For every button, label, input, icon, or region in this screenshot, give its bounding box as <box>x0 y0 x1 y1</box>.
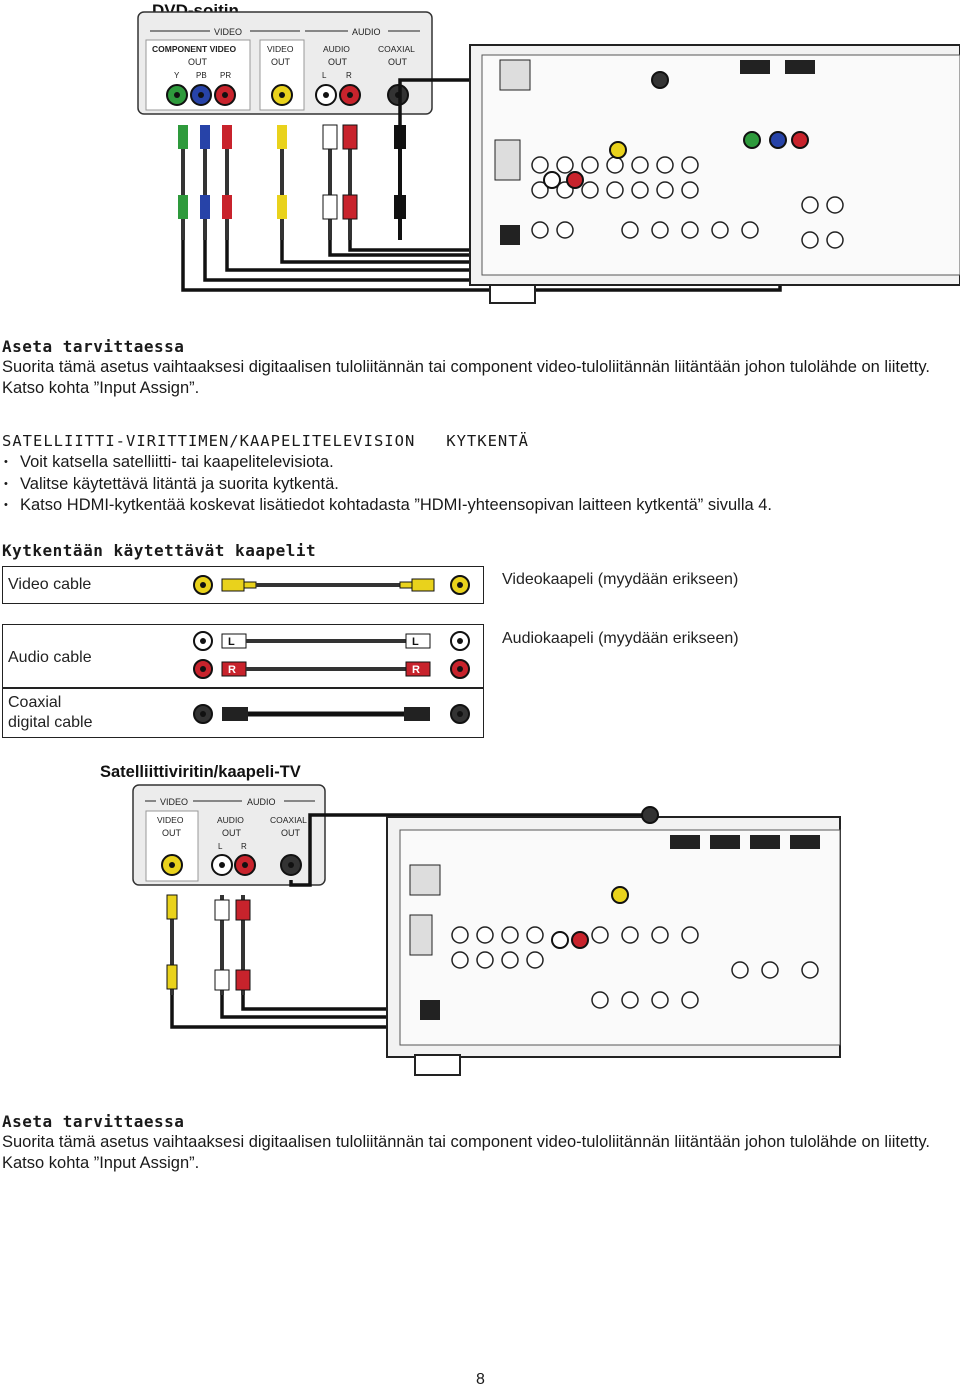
plug-green-top <box>178 125 188 149</box>
video-cable-box: Video cable <box>2 566 484 604</box>
sat-receiver-jacks <box>451 926 819 1009</box>
audio-coax-svg: L R L R <box>193 631 470 724</box>
sat-video-header: VIDEO <box>160 797 188 807</box>
plug-yellow-bottom <box>277 195 287 219</box>
jack-label-y: Y <box>174 71 180 80</box>
component-out: OUT <box>188 57 208 67</box>
plug-r-top <box>342 124 358 150</box>
video-cable-svg <box>193 575 470 595</box>
video-label: VIDEO <box>267 44 294 54</box>
jack-label-l: L <box>322 71 327 80</box>
dvd-diagram-svg: DVD-soitin VIDEO AUDIO COMPONENT VIDEO O… <box>137 0 960 304</box>
plug-r-right: R <box>412 664 420 676</box>
section2-text: Suorita tämä asetus vaihtaaksesi digitaa… <box>2 1133 930 1172</box>
sat-diagram-svg: Satelliittiviritin/kaapeli-TV VIDEO AUDI… <box>100 763 841 1076</box>
audio-cable-label: Audio cable <box>8 649 92 666</box>
video-cable-desc: Videokaapeli (myydään erikseen) <box>502 571 739 588</box>
plug-red-top <box>222 125 232 149</box>
jack-label-pb: PB <box>196 71 207 80</box>
sat-audio-header: AUDIO <box>247 797 276 807</box>
section2-heading: Aseta tarvittaessa <box>2 1112 185 1131</box>
cable-box-divider <box>3 687 483 689</box>
coaxial-label-line1: Coaxial <box>8 694 62 711</box>
coaxial-label-line2: digital cable <box>8 714 93 731</box>
dvd-audio-header: AUDIO <box>352 27 381 37</box>
plug-l-top <box>322 124 338 150</box>
sat-receiver-inner <box>399 829 841 1046</box>
sat-bullet-2: Valitse käytettävä litäntä ja suorita ky… <box>2 474 952 496</box>
jack-label-r: R <box>346 71 352 80</box>
sat-bullet-list: Voit katsella satelliitti- tai kaapelite… <box>2 452 952 517</box>
plug-yellow-top <box>277 125 287 149</box>
plug-r-left: R <box>228 664 236 676</box>
sat-title: Satelliittiviritin/kaapeli-TV <box>100 763 301 781</box>
plug-l-left: L <box>228 636 235 648</box>
jack-label-pr: PR <box>220 71 231 80</box>
plug-blue-bottom <box>200 195 210 219</box>
receiver-inner <box>481 54 960 276</box>
sat-coaxial-label: COAXIAL <box>270 815 307 825</box>
dvd-diagram: DVD-soitin VIDEO AUDIO COMPONENT VIDEO O… <box>0 0 960 310</box>
component-label: COMPONENT VIDEO <box>152 44 236 54</box>
audio-label: AUDIO <box>323 44 350 54</box>
plug-l-right: L <box>412 636 419 648</box>
sat-audio-label: AUDIO <box>217 815 244 825</box>
dvd-video-header: VIDEO <box>214 27 242 37</box>
audio-cable-desc: Audiokaapeli (myydään erikseen) <box>502 630 739 647</box>
sat-coaxial-out: OUT <box>281 828 301 838</box>
sat-video-label: VIDEO <box>157 815 184 825</box>
coaxial-out: OUT <box>388 57 408 67</box>
sat-diagram: Satelliittiviritin/kaapeli-TV VIDEO AUDI… <box>0 755 960 1085</box>
page-number: 8 <box>476 1371 485 1388</box>
audio-out: OUT <box>328 57 348 67</box>
sat-bullet-1: Voit katsella satelliitti- tai kaapelite… <box>2 452 952 474</box>
plug-green-bottom <box>178 195 188 219</box>
plug-red-bottom <box>222 195 232 219</box>
sat-jack-label-r: R <box>241 842 247 851</box>
audio-coax-cable-box: Audio cable Coaxial digital cable L R L … <box>2 624 484 738</box>
coaxial-label: COAXIAL <box>378 44 415 54</box>
plug-r-bottom <box>342 194 358 220</box>
sat-jack-label-l: L <box>218 842 223 851</box>
video-cable-label: Video cable <box>8 576 92 593</box>
section1-text: Suorita tämä asetus vaihtaaksesi digitaa… <box>2 358 930 397</box>
sat-video-out: OUT <box>162 828 182 838</box>
sat-audio-out: OUT <box>222 828 242 838</box>
sat-bullet-3: Katso HDMI-kytkentää koskevat lisätiedot… <box>2 495 952 517</box>
plug-l-bottom <box>322 194 338 220</box>
video-out: OUT <box>271 57 291 67</box>
section1-heading: Aseta tarvittaessa <box>2 337 185 356</box>
cables-heading: Kytkentään käytettävät kaapelit <box>2 541 317 560</box>
sat-section-heading: SATELLIITTI-VIRITTIMEN/KAAPELITELEVISION… <box>2 432 529 450</box>
plug-blue-top <box>200 125 210 149</box>
